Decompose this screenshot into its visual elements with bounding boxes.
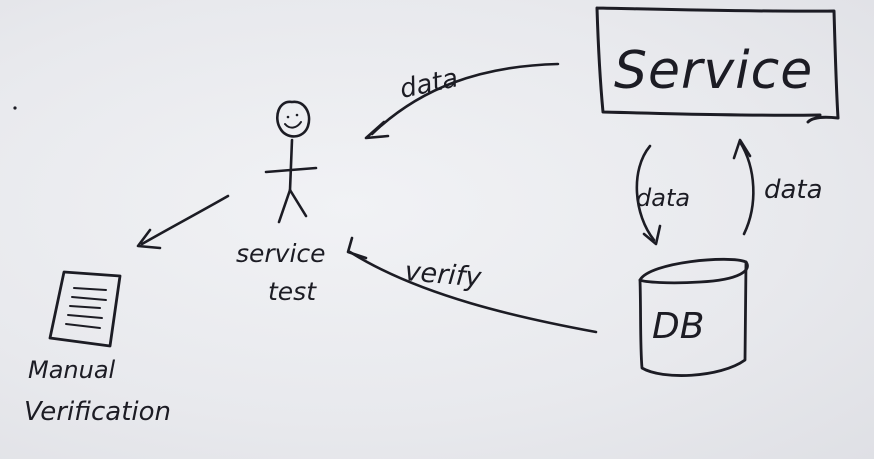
edge-actor-to-document-line — [140, 194, 230, 246]
service-label: Service — [614, 41, 813, 101]
edge-db-to-service-label: data — [764, 175, 823, 205]
edge-db-to-actor-arrowhead — [346, 236, 368, 260]
edge-service-to-db: data — [635, 144, 690, 246]
document-label-line2: Verification — [24, 397, 171, 427]
actor-head — [276, 100, 311, 138]
edge-service-to-actor-arrowhead — [364, 120, 390, 140]
db-label: DB — [652, 306, 704, 347]
document-label-line1: Manual — [28, 356, 116, 384]
edge-service-to-db-label: data — [636, 184, 690, 212]
edge-actor-to-document-arrowhead — [136, 228, 162, 250]
service-node: Service — [595, 6, 840, 124]
actor-arms — [264, 166, 318, 174]
actor-eye-right — [295, 113, 299, 117]
document-text-lines — [65, 287, 107, 329]
edge-db-to-service-line — [738, 140, 755, 236]
edge-service-to-actor: data — [364, 62, 560, 140]
edge-service-to-actor-line — [370, 62, 560, 136]
edge-db-to-actor-line — [348, 250, 598, 334]
actor-eye-left — [286, 115, 290, 119]
actor-smile — [284, 121, 302, 129]
edge-actor-to-document — [136, 194, 230, 250]
edge-db-to-service: data — [732, 138, 823, 236]
service-box-outline — [595, 6, 840, 124]
actor-label-line2: test — [268, 277, 317, 306]
edge-service-to-db-arrowhead — [642, 224, 662, 246]
edge-db-to-service-arrowhead — [732, 138, 752, 160]
edge-service-to-actor-label: data — [397, 63, 461, 105]
actor-body — [288, 138, 294, 192]
actor-label-line1: service — [236, 239, 326, 268]
db-node: DB — [638, 257, 749, 377]
stray-ink-dot — [13, 106, 17, 110]
edge-service-to-db-line — [635, 144, 656, 242]
document-node: Manual Verification — [24, 270, 171, 427]
document-outline — [48, 270, 122, 348]
db-top-ellipse — [638, 257, 749, 285]
actor-node: service test — [236, 100, 326, 306]
db-body — [638, 260, 748, 377]
actor-legs — [277, 188, 308, 224]
edge-db-to-actor: verify — [346, 236, 598, 334]
edge-db-to-actor-label: verify — [403, 256, 483, 294]
